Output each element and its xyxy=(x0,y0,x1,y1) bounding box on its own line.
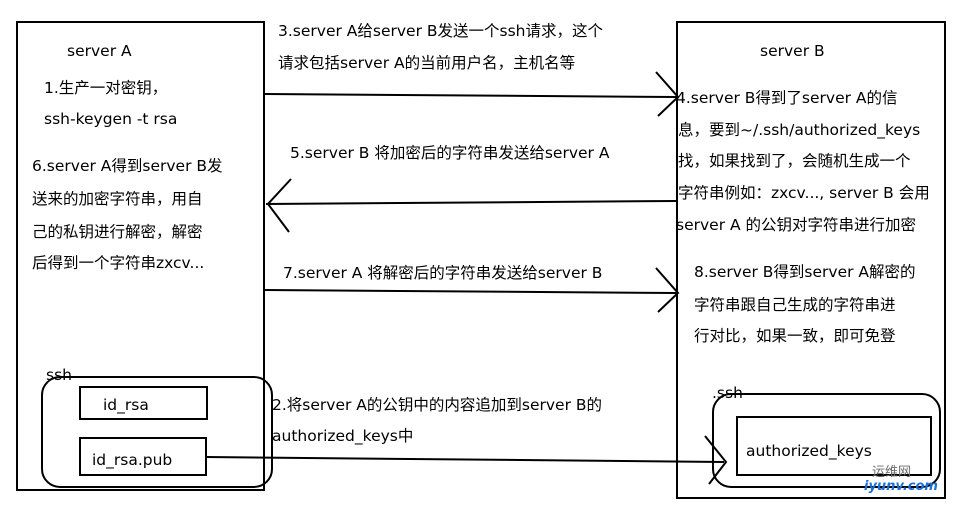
step7-label: 7.server A 将解密后的字符串发送给server B xyxy=(283,264,603,282)
id-rsa-pub-box xyxy=(79,437,207,476)
server-b-step8-line1: 8.server B得到server A解密的 xyxy=(694,263,916,281)
authorized-keys-box xyxy=(736,416,932,476)
arrowhead-step7 xyxy=(655,267,680,313)
step3-line1: 3.server A给server B发送一个ssh请求，这个 xyxy=(278,22,603,40)
server-a-step6-line3: 己的私钥进行解密，解密 xyxy=(32,223,203,241)
id-rsa-pub-label: id_rsa.pub xyxy=(92,451,173,469)
server-b-step4-line2: 息，要到~/.ssh/authorized_keys xyxy=(678,121,921,139)
server-a-step1-line1: 1.生产一对密钥， xyxy=(44,79,168,97)
authorized-keys-label: authorized_keys xyxy=(746,442,872,460)
id-rsa-box xyxy=(79,386,208,420)
server-b-ssh-label: .ssh xyxy=(712,384,743,402)
server-a-step6-line1: 6.server A得到server B发 xyxy=(32,157,223,175)
arrow-step3 xyxy=(264,93,677,98)
step5-label: 5.server B 将加密后的字符串发送给server A xyxy=(290,144,610,162)
arrowhead-step5 xyxy=(266,178,292,233)
step2-line2: authorized_keys中 xyxy=(272,427,414,445)
arrow-step5 xyxy=(265,200,677,205)
arrow-step2 xyxy=(205,456,725,463)
step3-line2: 请求包括server A的当前用户名，主机名等 xyxy=(278,54,576,72)
watermark-name: 运维网 xyxy=(872,465,912,480)
server-b-step8-line3: 行对比，如果一致，即可免登 xyxy=(694,327,896,345)
server-b-step4-line4: 字符串例如：zxcv..., server B 会用 xyxy=(678,184,930,202)
server-a-box xyxy=(16,21,265,491)
server-a-step1-line2: ssh-keygen -t rsa xyxy=(44,110,178,128)
server-a-step6-line2: 送来的加密字符串，用自 xyxy=(32,190,203,208)
server-a-ssh-label: ssh xyxy=(46,366,72,384)
server-a-step6-line4: 后得到一个字符串zxcv... xyxy=(32,254,205,272)
id-rsa-label: id_rsa xyxy=(103,396,149,414)
server-b-step4-line1: 4.server B得到了server A的信 xyxy=(676,89,898,107)
server-b-title: server B xyxy=(760,42,825,60)
step2-line1: 2.将server A的公钥中的内容追加到server B的 xyxy=(272,396,603,414)
server-b-ssh-frame xyxy=(712,393,941,488)
server-b-step8-line2: 字符串跟自己生成的字符串进 xyxy=(694,296,896,314)
server-a-title: server A xyxy=(67,42,132,60)
server-a-ssh-frame xyxy=(41,376,273,488)
server-b-box xyxy=(676,21,946,499)
server-b-step4-line5: server A 的公钥对字符串进行加密 xyxy=(676,216,917,234)
watermark-url: iyunv.com xyxy=(864,479,938,494)
arrowhead-step3 xyxy=(655,71,680,117)
server-b-step4-line3: 找，如果找到了，会随机生成一个 xyxy=(678,152,911,170)
arrow-step7 xyxy=(264,289,677,294)
